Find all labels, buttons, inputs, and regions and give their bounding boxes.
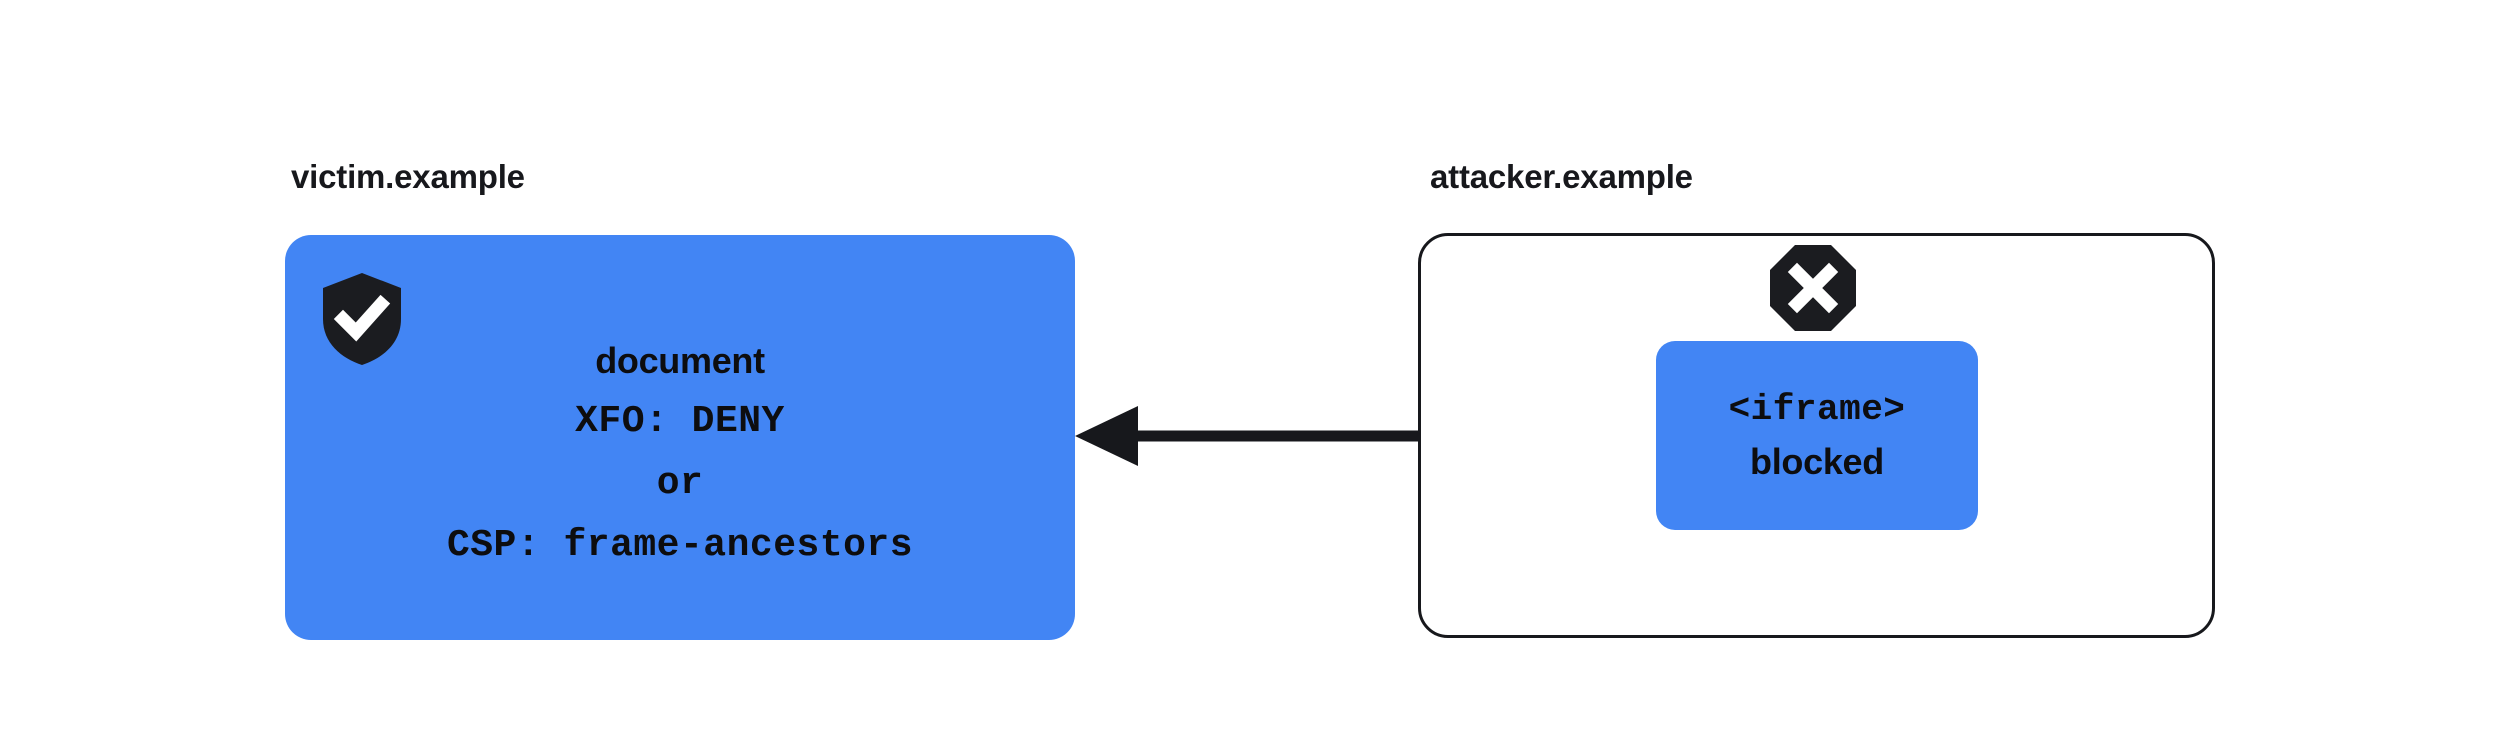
iframe-tag-text: <iframe> — [1728, 388, 1906, 430]
victim-line-document: document — [595, 340, 765, 381]
shield-check-icon — [323, 273, 401, 365]
attacker-page-card: <iframe> blocked — [1418, 233, 2215, 638]
victim-origin-label: victim.example — [291, 158, 525, 195]
victim-line-or: or — [656, 462, 704, 505]
attacker-origin-label: attacker.example — [1430, 158, 1693, 195]
attacker-iframe-box: <iframe> blocked — [1656, 341, 1978, 530]
victim-line-csp: CSP: frame-ancestors — [446, 524, 914, 567]
victim-document-text: document XFO: DENY or CSP: frame-ancesto… — [285, 331, 1075, 577]
octagon-x-icon — [1769, 244, 1857, 332]
victim-line-xfo: XFO: DENY — [575, 400, 785, 443]
victim-document-card: document XFO: DENY or CSP: frame-ancesto… — [285, 235, 1075, 640]
iframe-status-text: blocked — [1750, 440, 1884, 482]
